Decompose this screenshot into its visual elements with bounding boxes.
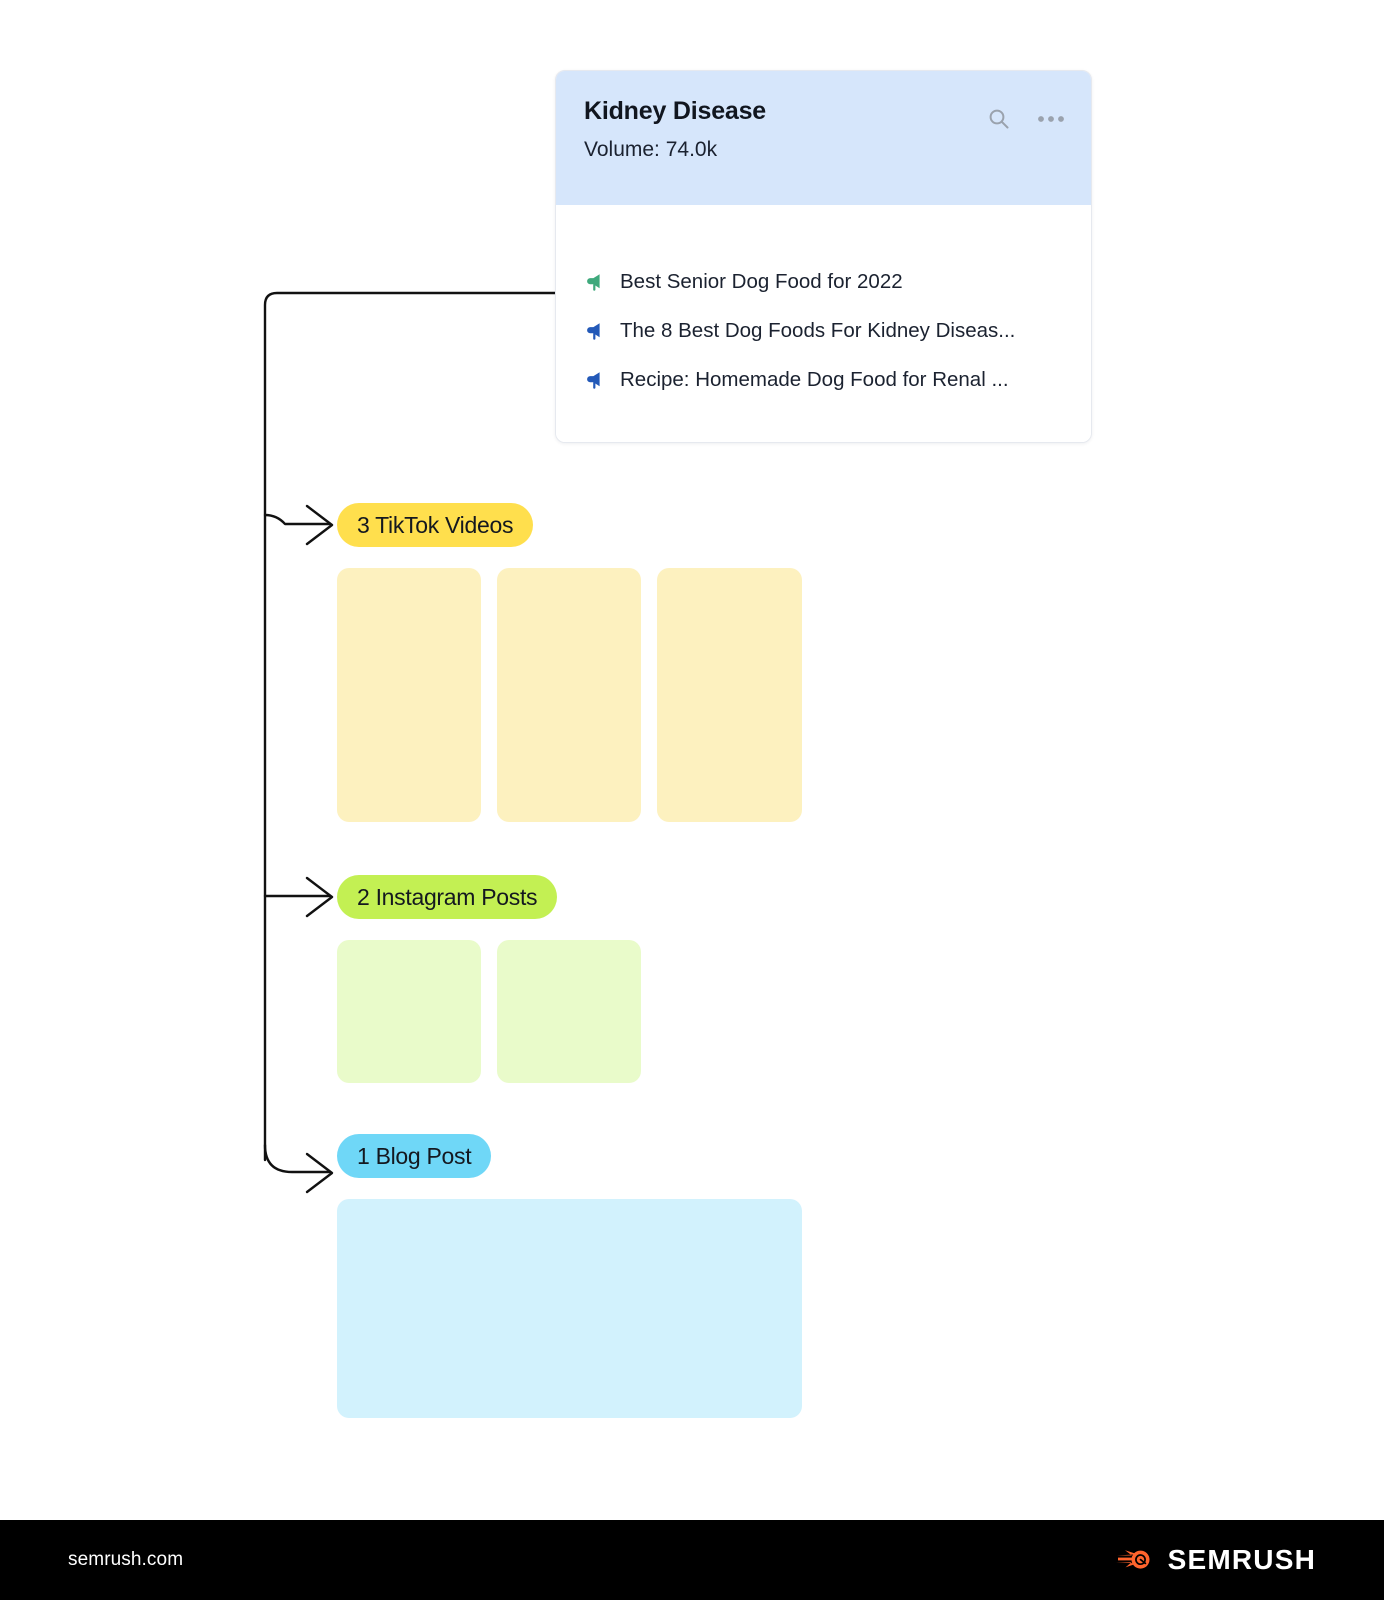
group-label-blog[interactable]: 1 Blog Post	[337, 1134, 492, 1178]
semrush-logo: SEMRUSH	[1115, 1544, 1316, 1576]
list-item[interactable]: Best Senior Dog Food for 2022	[556, 257, 1091, 306]
volume-value: 74.0k	[665, 137, 718, 161]
keyword-card[interactable]: Kidney Disease Volume: 74.0k	[555, 70, 1092, 443]
group-label-instagram[interactable]: 2 Instagram Posts	[337, 875, 558, 919]
tiktok-video-placeholder[interactable]	[657, 568, 802, 822]
keyword-volume: Volume: 74.0k	[584, 138, 1061, 162]
blog-post-placeholder[interactable]	[337, 1199, 802, 1418]
semrush-comet-icon	[1115, 1545, 1155, 1575]
keyword-card-header: Kidney Disease Volume: 74.0k	[556, 71, 1091, 205]
semrush-wordmark: SEMRUSH	[1167, 1544, 1316, 1575]
footer-bar: semrush.com SEMRUSH	[0, 1520, 1384, 1600]
volume-label: Volume:	[584, 137, 660, 161]
instagram-post-placeholder[interactable]	[497, 940, 641, 1083]
card-actions	[987, 107, 1065, 131]
keyword-results-list: Best Senior Dog Food for 2022 The 8 Best…	[556, 205, 1091, 442]
list-item-label: The 8 Best Dog Foods For Kidney Diseas..…	[620, 318, 1016, 342]
more-options-icon[interactable]	[1037, 115, 1065, 123]
megaphone-icon	[584, 369, 606, 391]
megaphone-icon	[584, 320, 606, 342]
megaphone-icon	[584, 271, 606, 293]
list-item[interactable]: The 8 Best Dog Foods For Kidney Diseas..…	[556, 306, 1091, 355]
group-label-text: 2 Instagram Posts	[357, 883, 538, 910]
group-label-tiktok[interactable]: 3 TikTok Videos	[337, 503, 534, 547]
list-item-label: Recipe: Homemade Dog Food for Renal ...	[620, 367, 1009, 391]
tiktok-video-placeholder[interactable]	[337, 568, 481, 822]
group-label-text: 3 TikTok Videos	[357, 511, 514, 538]
list-item[interactable]: Recipe: Homemade Dog Food for Renal ...	[556, 355, 1091, 404]
list-item-label: Best Senior Dog Food for 2022	[620, 269, 903, 293]
group-label-text: 1 Blog Post	[357, 1142, 472, 1169]
footer-url: semrush.com	[68, 1549, 184, 1570]
instagram-post-placeholder[interactable]	[337, 940, 481, 1083]
search-icon[interactable]	[987, 107, 1011, 131]
page-title: Kidney Disease	[584, 97, 767, 125]
tiktok-video-placeholder[interactable]	[497, 568, 641, 822]
